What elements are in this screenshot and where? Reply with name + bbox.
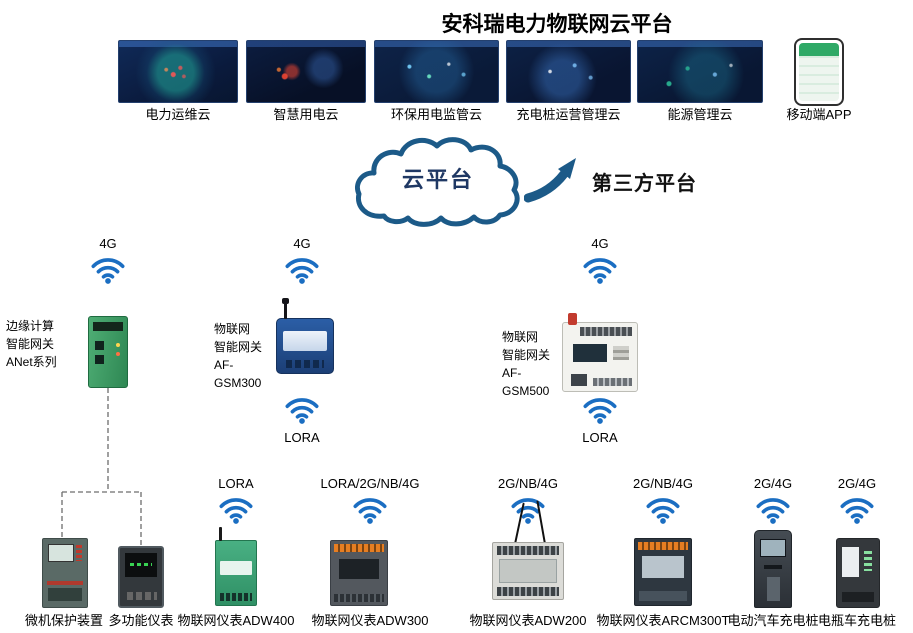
cloud-label-mobile-app: 移动端APP <box>786 107 852 122</box>
device-display <box>760 539 786 557</box>
adw200-meter-device <box>492 542 564 600</box>
antenna-icon <box>219 527 222 541</box>
device-label-adw400: 物联网仪表ADW400 <box>177 613 295 628</box>
external-antenna <box>397 528 407 606</box>
device-label-meter: 多功能仪表 <box>108 613 174 628</box>
device-bottom <box>639 591 687 601</box>
cloud-platform-label: 云平台 <box>401 167 474 192</box>
adw400-meter-device <box>215 527 257 606</box>
wifi-icon <box>644 494 682 524</box>
device-faceplate <box>283 331 327 351</box>
wifi-icon <box>581 394 619 424</box>
device-buttons <box>127 592 157 600</box>
gateway-device-gsm500 <box>562 313 638 392</box>
downlink-label-gw3: LORA <box>582 430 618 445</box>
gateway-name-gsm500: 物联网 智能网关 AF-GSM500 <box>502 330 551 398</box>
cloud-label-smart-power: 智慧用电云 <box>273 107 339 122</box>
link-label-adw300: LORA/2G/NB/4G <box>320 476 420 491</box>
cloud-label-charging: 充电桩运营管理云 <box>516 107 621 122</box>
card-slot <box>764 565 782 569</box>
wifi-icon <box>838 494 876 524</box>
wifi-icon <box>351 494 389 524</box>
device-faceplate <box>499 559 557 583</box>
phone-screen <box>799 43 839 101</box>
device-stripe <box>47 581 83 585</box>
cloud-label-energy: 能源管理云 <box>667 107 733 122</box>
device-display <box>573 344 607 362</box>
device-label-adw300: 物联网仪表ADW300 <box>311 613 429 628</box>
display-digits <box>130 563 152 566</box>
multifunction-meter-device <box>118 546 164 608</box>
wifi-icon <box>754 494 792 524</box>
curved-arrow-icon <box>524 158 576 203</box>
wifi-icon <box>283 254 321 284</box>
terminal-block <box>497 546 559 555</box>
page-title: 安科瑞电力物联网云平台 <box>441 13 673 36</box>
device-label-ebike-charger: 电瓶车充电桩 <box>817 613 896 628</box>
device-bottom <box>842 592 874 602</box>
device-display <box>339 559 379 579</box>
cloud-icon <box>355 137 520 227</box>
gateway-device-gsm300 <box>276 298 334 374</box>
downlink-label-gw2: LORA <box>284 430 320 445</box>
ebike-charger-device <box>836 538 880 608</box>
link-label-adw200: 2G/NB/4G <box>498 476 558 491</box>
uplink-label-gw1: 4G <box>99 236 117 251</box>
arcm300t-meter-device <box>634 538 692 606</box>
dashboard-screenshot-charging <box>506 40 631 103</box>
device-label-adw200: 物联网仪表ADW200 <box>469 613 587 628</box>
wifi-icon <box>89 254 127 284</box>
uplink-label-gw3: 4G <box>591 236 609 251</box>
device-faceplate <box>220 561 252 575</box>
terminal-block <box>220 593 252 601</box>
device-display <box>642 556 684 578</box>
link-label-arcm300t: 2G/NB/4G <box>633 476 693 491</box>
device-stripe <box>767 577 780 601</box>
device-ports <box>286 360 324 368</box>
antenna-icon <box>568 313 577 325</box>
dashboard-screenshot-env-power <box>374 40 499 103</box>
device-ports <box>95 341 104 350</box>
terminal-block <box>580 327 632 336</box>
device-label-ev-charger: 电动汽车充电桩 <box>727 613 819 628</box>
device-leds <box>116 343 120 347</box>
wifi-icon <box>581 254 619 284</box>
device-label-relay: 微机保护装置 <box>24 613 103 628</box>
device-leds <box>76 545 82 561</box>
uplink-label-gw2: 4G <box>293 236 311 251</box>
antenna-icon <box>284 303 287 319</box>
mobile-app-phone <box>794 38 844 106</box>
terminal-block <box>334 594 384 602</box>
antenna-tip <box>282 298 289 304</box>
dashboard-screenshot-power-om <box>118 40 238 103</box>
ev-charger-device <box>754 530 792 608</box>
terminal-block <box>334 544 384 552</box>
device-faceplate <box>842 547 859 577</box>
terminal-block <box>593 378 632 386</box>
gateway-name-gsm300: 物联网 智能网关 AF-GSM300 <box>214 322 263 390</box>
link-label-ebike-charger: 2G/4G <box>837 476 877 491</box>
wifi-icon <box>217 494 255 524</box>
third-party-label: 第三方平台 <box>592 173 697 195</box>
dashboard-screenshot-smart-power <box>246 40 366 103</box>
adw300-meter-device <box>330 540 388 606</box>
link-label-ev-charger: 2G/4G <box>753 476 793 491</box>
device-buttons <box>48 588 82 601</box>
gateway-name-anet: 边缘计算 智能网关 ANet系列 <box>6 319 57 369</box>
protection-relay-device <box>42 538 88 608</box>
terminal-block <box>638 542 688 550</box>
terminal-block <box>497 587 559 596</box>
device-leds <box>864 551 872 571</box>
device-buttons <box>613 346 629 360</box>
device-label-arcm300t: 物联网仪表ARCM300T <box>596 613 730 628</box>
ethernet-port <box>571 374 587 386</box>
wifi-icon <box>283 394 321 424</box>
cloud-label-power-om: 电力运维云 <box>145 107 211 122</box>
gateway-device-anet <box>88 316 128 388</box>
device-top-connector <box>93 322 123 331</box>
device-display <box>48 544 74 562</box>
cloud-label-env-power: 环保用电监管云 <box>390 107 482 122</box>
dashboard-screenshot-energy <box>637 40 763 103</box>
link-label-adw400: LORA <box>218 476 254 491</box>
